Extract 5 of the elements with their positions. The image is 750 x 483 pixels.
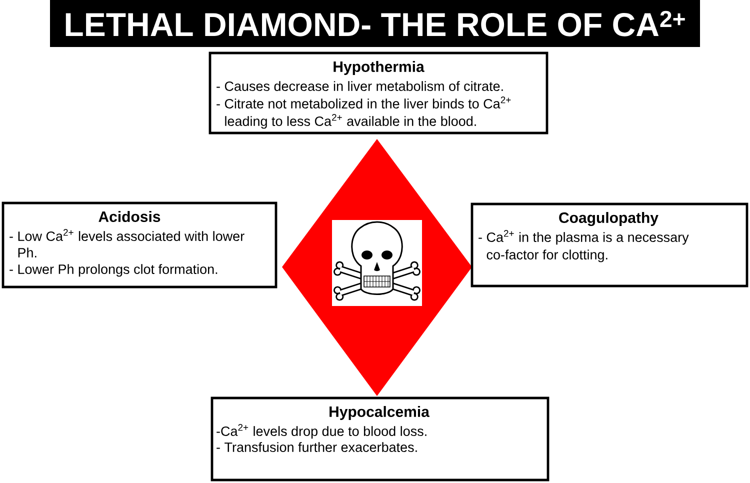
info-box: Hypocalcemia -Ca$^{2+}$ levels drop due to blood loss. - Transfusion further exacerbates. xyxy=(210,396,550,482)
info-box: Hypothermia - Causes decrease in liver metabolism of citrate. - Citrate not metabolized in the liver binds to Ca$^{2+}$ leading to less Ca$^{2+}$ available in the blood. xyxy=(208,52,548,134)
info-box: Acidosis - Low Ca$^{2+}$ levels associated with lower Ph. - Lower Ph prolongs clot formation. xyxy=(2,202,278,288)
info-box: Coagulopathy - Ca$^{2+}$ in the plasma is a necessary co-factor for clotting. xyxy=(470,202,748,288)
title-banner: LETHAL DIAMOND- THE ROLE OF CA$^{2+}$ xyxy=(50,0,700,47)
